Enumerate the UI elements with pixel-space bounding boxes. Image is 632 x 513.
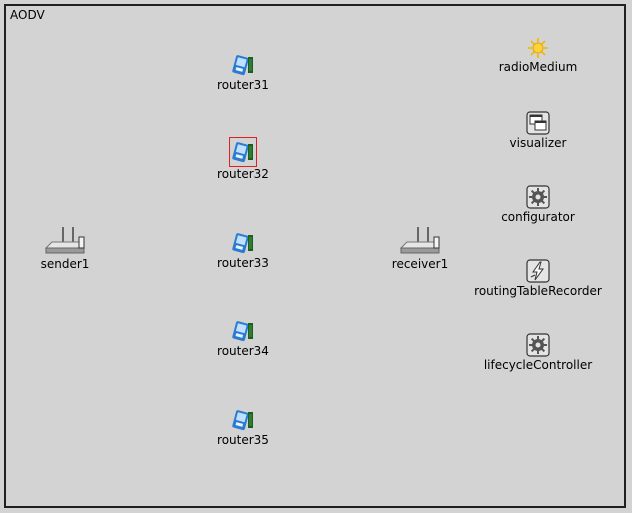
network-name: AODV <box>10 8 45 22</box>
gear-icon <box>526 333 550 357</box>
node-label: radioMedium <box>498 60 578 74</box>
node-label: router35 <box>217 433 269 447</box>
node-radioMedium[interactable]: radioMedium <box>488 37 588 74</box>
pda-icon <box>229 231 257 255</box>
node-router33[interactable]: router33 <box>214 231 272 270</box>
pda-icon <box>229 53 257 77</box>
sun-icon <box>526 37 550 59</box>
node-label: lifecycleController <box>483 358 593 372</box>
pda-icon <box>229 408 257 432</box>
network-frame <box>4 4 626 508</box>
node-label: routingTableRecorder <box>474 284 602 298</box>
node-label: router34 <box>217 344 269 358</box>
node-configurator[interactable]: configurator <box>488 185 588 224</box>
node-router34[interactable]: router34 <box>214 319 272 358</box>
wireless-router-icon <box>398 226 442 256</box>
node-label: sender1 <box>40 257 90 271</box>
node-label: receiver1 <box>391 257 449 271</box>
node-label: router33 <box>217 256 269 270</box>
node-routingTableRecorder[interactable]: routingTableRecorder <box>468 259 608 298</box>
node-receiver1[interactable]: receiver1 <box>391 226 449 271</box>
node-label: configurator <box>501 210 575 224</box>
wireless-router-icon <box>43 226 87 256</box>
node-router32[interactable]: router32 <box>214 137 272 181</box>
node-router31[interactable]: router31 <box>214 53 272 92</box>
lightning-icon <box>526 259 550 283</box>
node-label: visualizer <box>509 136 567 150</box>
node-router35[interactable]: router35 <box>214 408 272 447</box>
node-visualizer[interactable]: visualizer <box>488 111 588 150</box>
gear-icon <box>526 185 550 209</box>
node-sender1[interactable]: sender1 <box>36 226 94 271</box>
windows-icon <box>526 111 550 135</box>
node-label: router31 <box>217 78 269 92</box>
pda-icon <box>229 319 257 343</box>
pda-icon <box>229 137 257 167</box>
node-lifecycleController[interactable]: lifecycleController <box>478 333 598 372</box>
node-label: router32 <box>217 167 269 181</box>
